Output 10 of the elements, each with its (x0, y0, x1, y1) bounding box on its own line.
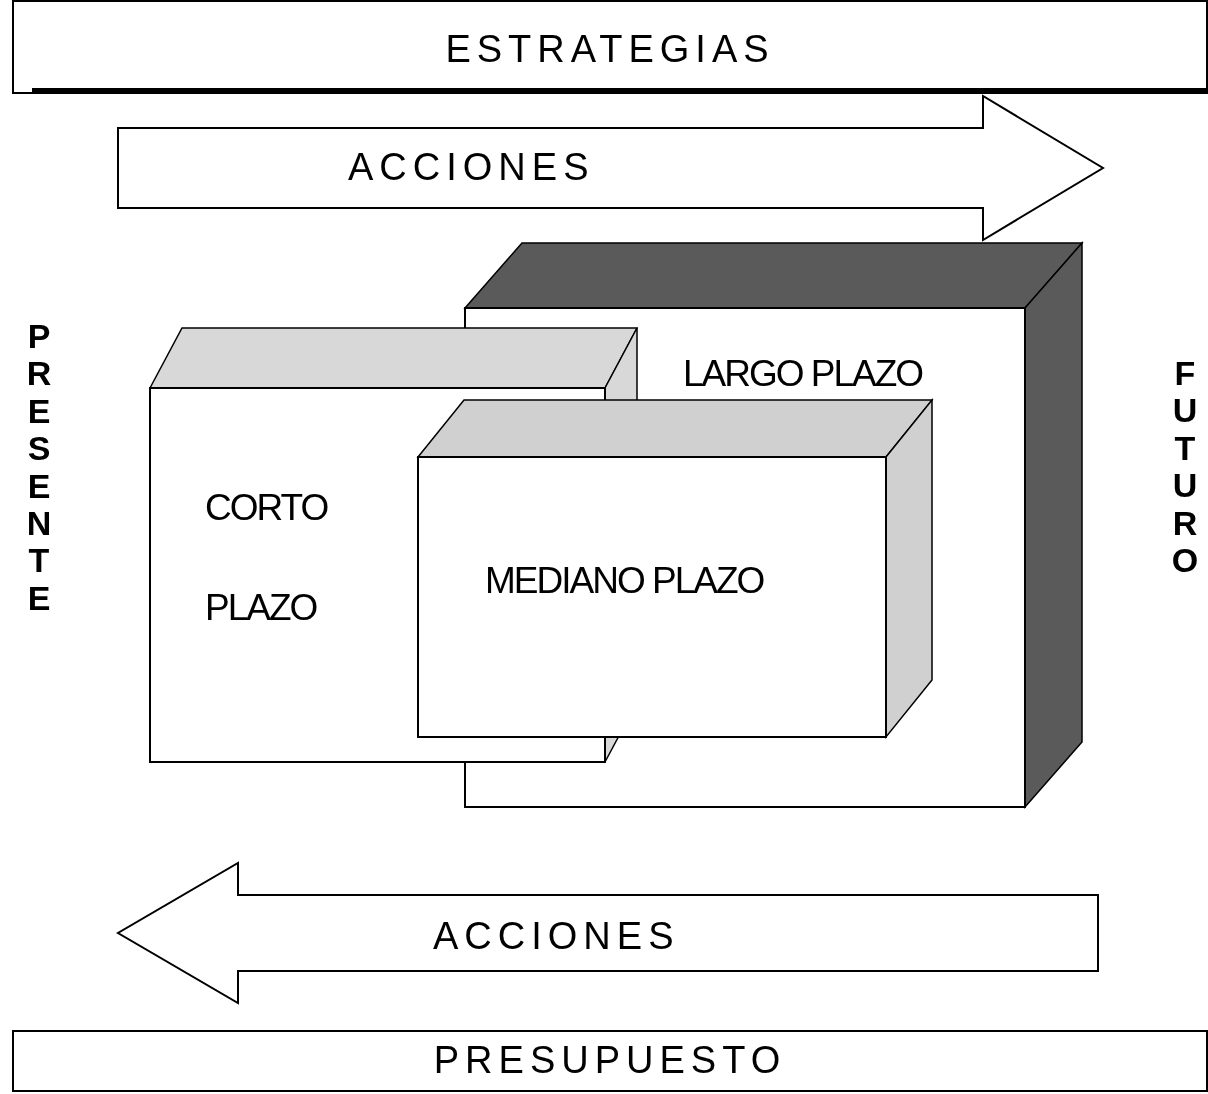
banner (12, 1030, 1208, 1092)
box-label: ESTRATEGIAS (444, 28, 776, 71)
box-label: PRESUPUESTO (432, 1039, 788, 1082)
vertical-label: FUTURO (1170, 355, 1200, 580)
banner (12, 0, 1208, 94)
left-arrow (118, 863, 1098, 1003)
right-arrow (118, 96, 1103, 240)
vertical-label: PRESENTE (25, 318, 53, 618)
box-label: ACCIONES (433, 915, 681, 958)
box-label: ACCIONES (348, 146, 596, 189)
